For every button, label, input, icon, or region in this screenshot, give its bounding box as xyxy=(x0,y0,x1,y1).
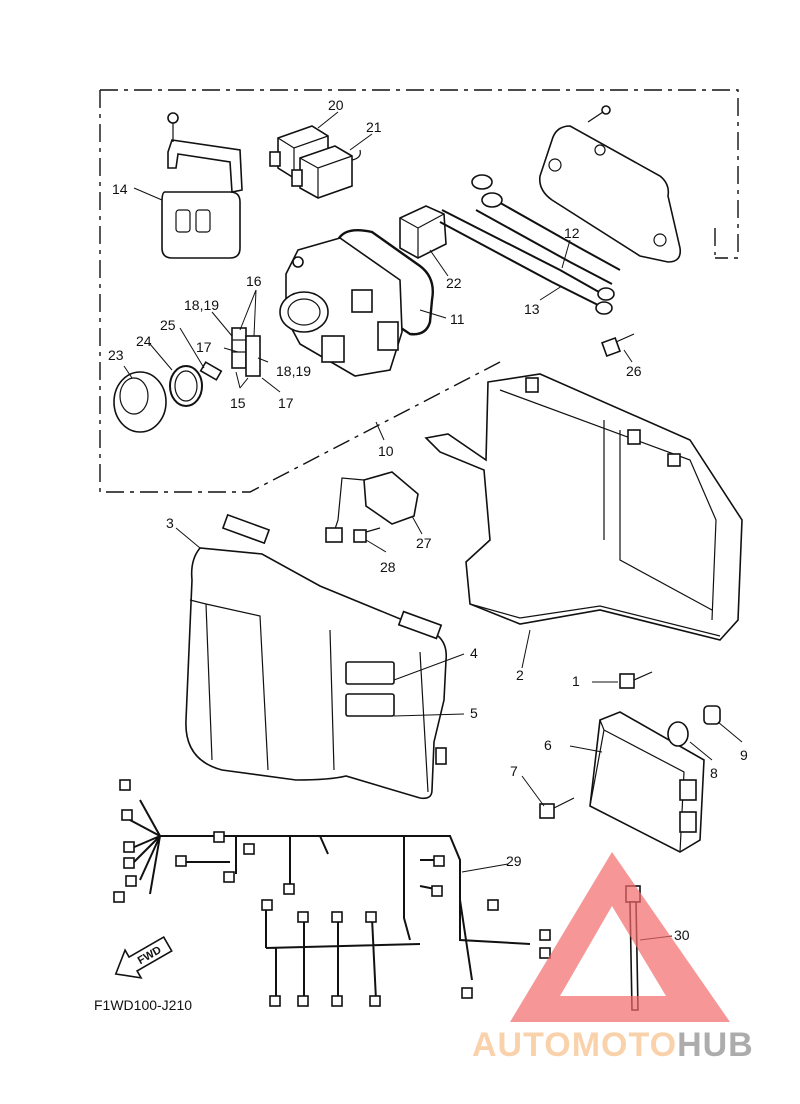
part-28-bolt xyxy=(353,527,381,543)
part-6-ecu xyxy=(589,711,705,853)
part-26-bolt xyxy=(601,333,635,357)
callout-18-19-a: 18,19 xyxy=(184,297,219,313)
callout-12: 12 xyxy=(564,225,580,241)
callout-18-19-b: 18,19 xyxy=(276,363,311,379)
callout-30: 30 xyxy=(674,927,690,943)
callout-5: 5 xyxy=(470,705,478,721)
part-14-cover xyxy=(161,112,243,259)
watermark-part1: AUTOMOTO xyxy=(472,1026,677,1064)
callout-4: 4 xyxy=(470,645,478,661)
fwd-arrow-icon: FWD xyxy=(114,935,173,979)
part-29-harness xyxy=(113,779,551,1007)
callout-25: 25 xyxy=(160,317,176,333)
part-27-sensor xyxy=(325,471,419,543)
part-24-oring xyxy=(169,365,203,407)
part-10-box-upper xyxy=(279,237,403,377)
callout-14: 14 xyxy=(112,181,128,197)
watermark-triangle-icon xyxy=(510,852,730,1022)
callout-17-a: 17 xyxy=(196,339,212,355)
watermark-logo: AUTOMOTOHUB xyxy=(472,852,754,1064)
callout-23: 23 xyxy=(108,347,124,363)
leader-lines xyxy=(123,111,743,941)
callout-28: 28 xyxy=(380,559,396,575)
callout-22: 22 xyxy=(446,275,462,291)
callout-11: 11 xyxy=(450,311,465,327)
harness-connectors xyxy=(113,779,551,1007)
callout-24: 24 xyxy=(136,333,152,349)
callout-29: 29 xyxy=(506,853,522,869)
watermark-part2: HUB xyxy=(677,1026,754,1064)
callout-9: 9 xyxy=(740,747,748,763)
watermark-text: AUTOMOTOHUB xyxy=(472,1026,754,1064)
callout-8: 8 xyxy=(710,765,718,781)
callout-17-b: 17 xyxy=(278,395,294,411)
diagram-code: F1WD100-J210 xyxy=(94,997,192,1013)
callout-1: 1 xyxy=(572,673,580,689)
callout-27: 27 xyxy=(416,535,432,551)
part-7-bolt xyxy=(539,797,575,819)
callout-26: 26 xyxy=(626,363,642,379)
callout-2: 2 xyxy=(516,667,524,683)
part-22-connector xyxy=(399,205,447,259)
part-2-box xyxy=(424,373,743,641)
part-11-gasket xyxy=(336,229,434,336)
callout-15: 15 xyxy=(230,395,246,411)
part-9-collar xyxy=(703,705,721,725)
callout-labels: 20 21 14 22 11 12 13 26 16 18,19 17 18,1… xyxy=(108,97,748,943)
callout-7: 7 xyxy=(510,763,518,779)
subassembly-outline xyxy=(99,89,739,493)
part-1-bolt xyxy=(619,671,653,689)
part-8-grommet xyxy=(667,721,689,747)
callout-21: 21 xyxy=(366,119,382,135)
callout-3: 3 xyxy=(166,515,174,531)
callout-13: 13 xyxy=(524,301,540,317)
callout-6: 6 xyxy=(544,737,552,753)
part-21-relay xyxy=(291,145,361,199)
part-25-clip xyxy=(199,361,223,381)
part-cover-plate xyxy=(538,105,682,263)
callout-10: 10 xyxy=(378,443,394,459)
part-15-19-terminals xyxy=(231,327,261,377)
part-23-cap xyxy=(113,371,167,433)
callout-16: 16 xyxy=(246,273,262,289)
part-12-13-cables xyxy=(439,174,621,315)
part-3-cover xyxy=(185,513,448,800)
callout-20: 20 xyxy=(328,97,344,113)
